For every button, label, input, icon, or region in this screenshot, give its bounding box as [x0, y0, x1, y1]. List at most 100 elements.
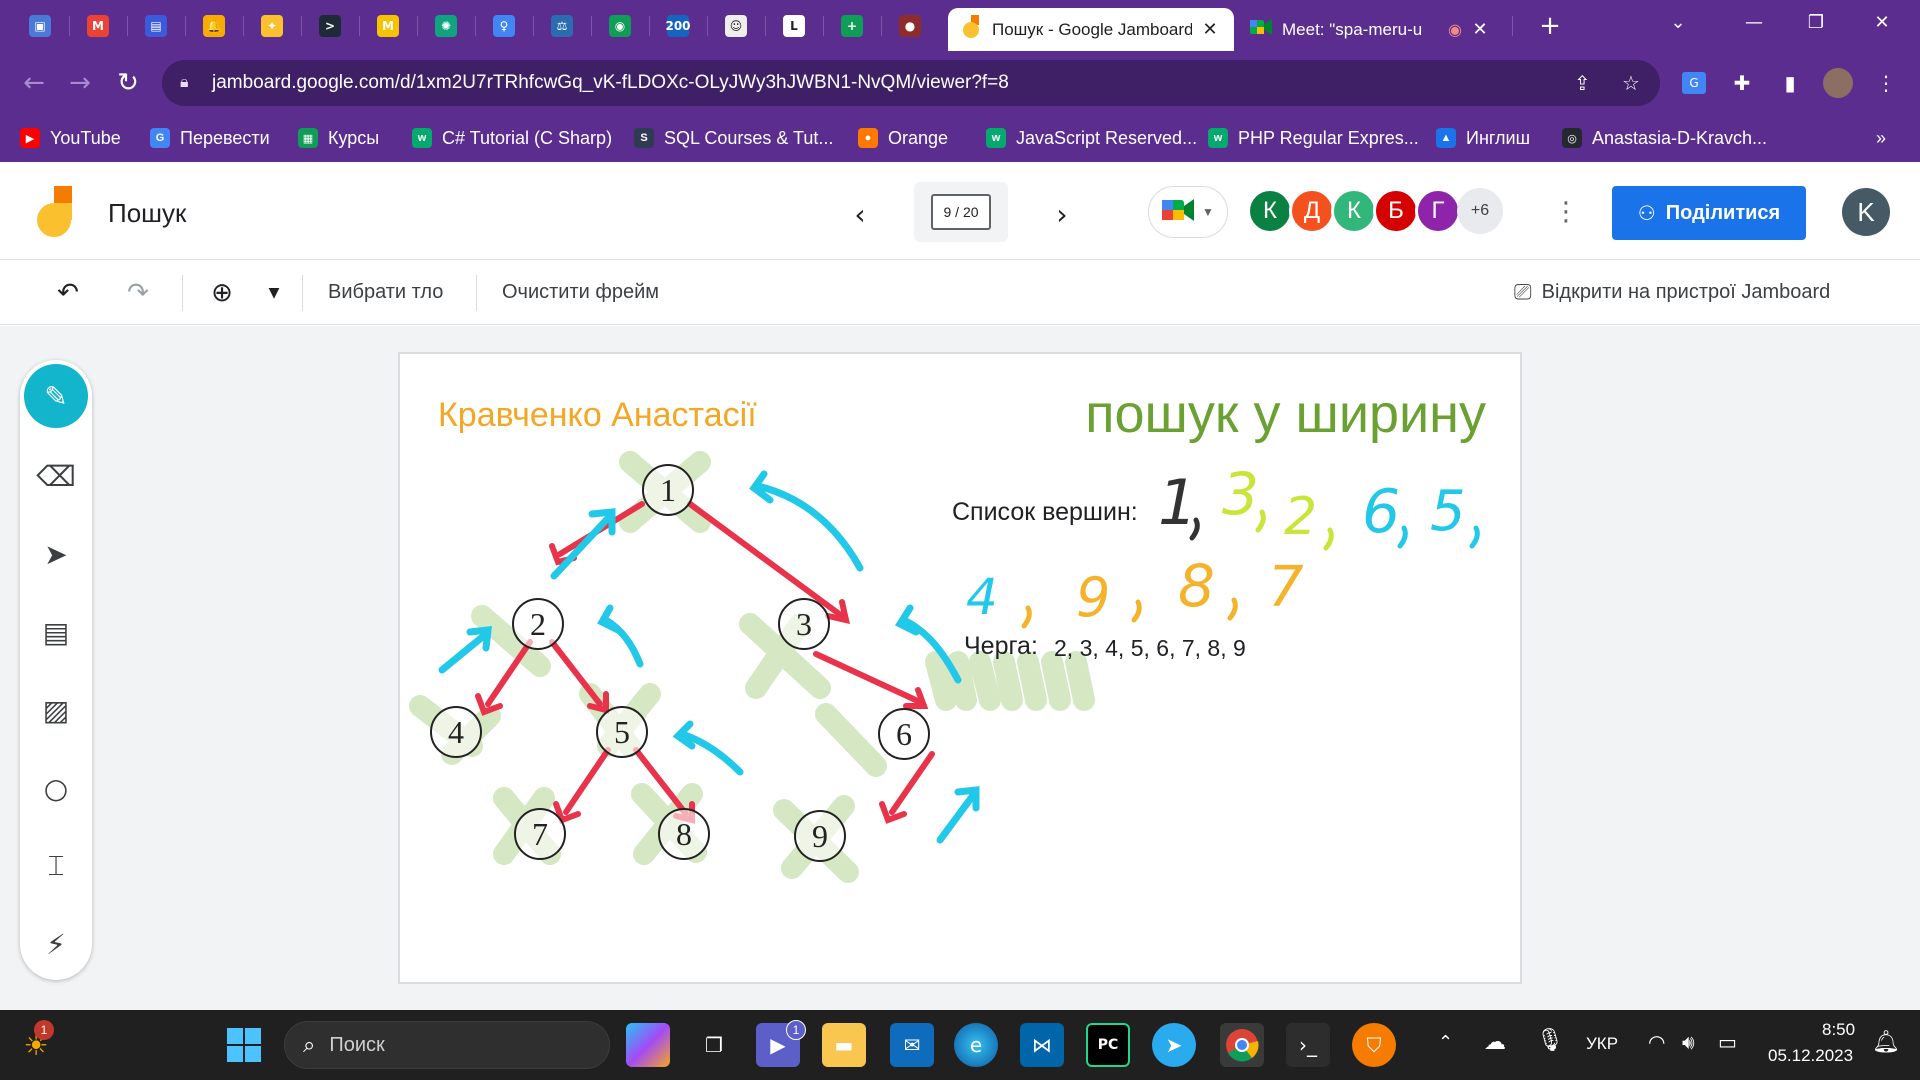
bookmark-item[interactable]: ▦Курсы — [298, 124, 379, 152]
collaborator-avatar[interactable]: К — [1247, 188, 1293, 234]
open-on-jamboard-button[interactable]: ⎚ Відкрити на пристрої Jamboard — [1514, 279, 1830, 305]
clock-date[interactable]: 05.12.2023 — [1768, 1046, 1854, 1065]
language-indicator[interactable]: УКР — [1586, 1034, 1619, 1053]
collaborator-avatar[interactable]: Б — [1373, 188, 1419, 234]
collaborator-avatar[interactable]: К — [1331, 188, 1377, 234]
pycharm-icon[interactable]: PC — [1086, 1023, 1130, 1067]
telegram-icon[interactable]: ➤ — [1152, 1023, 1196, 1067]
pinned-tab[interactable]: ✺ — [426, 8, 466, 44]
share-button[interactable]: ⚇ Поділитися — [1612, 186, 1806, 240]
microphone-icon[interactable]: 🎙︎ — [1536, 1028, 1564, 1053]
battery-icon[interactable]: ▭ — [1718, 1030, 1737, 1054]
more-collaborators-badge[interactable]: +6 — [1457, 188, 1503, 234]
pinned-tab[interactable]: M — [78, 8, 118, 44]
pinned-tab[interactable]: + — [832, 8, 872, 44]
next-frame-button[interactable]: › — [1056, 197, 1068, 231]
zoom-icon[interactable]: ⊕ — [211, 278, 233, 308]
bookmark-item[interactable]: ▲Инглиш — [1436, 124, 1530, 152]
pinned-tab[interactable]: > — [310, 8, 350, 44]
pinned-tab[interactable]: ▤ — [136, 8, 176, 44]
browser-tab-jamboard[interactable]: Пошук - Google Jamboard ✕ — [948, 8, 1234, 51]
file-explorer-icon[interactable]: ▬ — [822, 1023, 866, 1067]
pinned-tab[interactable]: ⚖ — [542, 8, 582, 44]
show-hidden-icons[interactable]: ⌃ — [1438, 1032, 1454, 1053]
close-tab-icon[interactable]: ✕ — [1202, 19, 1218, 39]
copilot-icon[interactable] — [626, 1023, 670, 1067]
close-tab-icon[interactable]: ✕ — [1472, 19, 1488, 39]
pinned-tab[interactable]: 🔔 — [194, 8, 234, 44]
frame-bar-toggle[interactable]: 9 / 20 — [914, 182, 1008, 242]
mail-icon[interactable]: ✉ — [890, 1023, 934, 1067]
reload-button[interactable]: ↻ — [117, 68, 139, 98]
translate-extension-icon[interactable]: G — [1676, 65, 1712, 101]
laser-tool-icon[interactable]: ⚡ — [46, 927, 66, 961]
set-background-button[interactable]: Вибрати тло — [328, 281, 444, 303]
previous-frame-button[interactable]: ‹ — [854, 197, 866, 231]
pinned-tab[interactable]: ☺ — [716, 8, 756, 44]
pinned-tab[interactable]: ▣ — [20, 8, 60, 44]
select-tool-icon[interactable]: ➤ — [44, 537, 68, 571]
undo-icon[interactable]: ↶ — [57, 278, 79, 308]
zoom-dropdown-icon[interactable]: ▼ — [268, 285, 280, 301]
pinned-tab[interactable]: ✦ — [252, 8, 292, 44]
redo-icon[interactable]: ↷ — [127, 278, 149, 308]
pen-tool-icon[interactable]: ✎ — [24, 364, 88, 428]
bookmark-item[interactable]: ●Orange — [858, 124, 948, 152]
close-window-button[interactable]: ✕ — [1874, 11, 1890, 33]
chrome-icon[interactable] — [1220, 1023, 1264, 1067]
windows-start-icon[interactable] — [222, 1023, 266, 1067]
pinned-tab[interactable]: L — [774, 8, 814, 44]
clock-time[interactable]: 8:50 — [1822, 1020, 1856, 1039]
bookmark-star-icon[interactable]: ☆ — [1622, 71, 1640, 95]
browser-menu-icon[interactable]: ⋮ — [1876, 71, 1896, 95]
terminal-icon[interactable]: ›_ — [1286, 1023, 1330, 1067]
minimize-button[interactable]: — — [1745, 11, 1763, 33]
task-view-icon[interactable]: ❐ — [705, 1033, 723, 1057]
pinned-tab[interactable]: ◉ — [600, 8, 640, 44]
forward-button[interactable]: → — [69, 68, 91, 98]
vscode-icon[interactable]: ⋈ — [1020, 1023, 1064, 1067]
browser-tab-meet[interactable]: Meet: "spa-meru-u ◉ ✕ — [1236, 8, 1504, 51]
back-button[interactable]: ← — [23, 68, 45, 98]
restore-button[interactable]: ❐ — [1807, 11, 1825, 33]
wifi-icon[interactable]: ◠ — [1648, 1030, 1666, 1054]
notifications-bell-icon[interactable]: 🔔︎ — [1872, 1030, 1900, 1055]
image-tool-icon[interactable]: ▨ — [42, 693, 70, 727]
pinned-tab[interactable]: ● — [890, 8, 930, 44]
pinned-tab[interactable]: 200 — [658, 8, 698, 44]
jam-title[interactable]: Пошук — [108, 198, 187, 228]
collaborator-avatar[interactable]: Г — [1415, 188, 1461, 234]
pinned-tab[interactable]: M — [368, 8, 408, 44]
eraser-tool-icon[interactable]: ⌫ — [36, 459, 76, 493]
share-page-icon[interactable]: ⇪ — [1574, 71, 1591, 95]
circle-shape-icon[interactable]: ○ — [43, 771, 69, 805]
pinned-tab[interactable]: ♀ — [484, 8, 524, 44]
account-avatar[interactable]: K — [1842, 188, 1890, 236]
collaborator-avatar[interactable]: Д — [1289, 188, 1335, 234]
tab-search-button[interactable]: ⌄ — [1670, 11, 1686, 33]
extensions-puzzle-icon[interactable]: ✚ — [1733, 71, 1751, 95]
edge-icon[interactable]: e — [954, 1023, 998, 1067]
side-panel-icon[interactable]: ▮ — [1784, 71, 1796, 95]
taskbar-search[interactable]: ⌕ Поиск — [284, 1021, 610, 1069]
address-bar[interactable]: 🔒︎ jamboard.google.com/d/1xm2U7rTRhfcwGq… — [162, 60, 1660, 106]
new-tab-button[interactable]: + — [1539, 11, 1561, 41]
more-options-icon[interactable]: ⋮ — [1553, 197, 1579, 227]
clear-frame-button[interactable]: Очистити фрейм — [502, 281, 659, 303]
profile-avatar[interactable] — [1820, 65, 1856, 101]
bookmark-item[interactable]: ▶YouTube — [20, 124, 121, 152]
vpn-icon[interactable]: ⛉ — [1352, 1023, 1396, 1067]
bookmark-item[interactable]: ◎Anastasia-D-Kravch... — [1562, 124, 1767, 152]
text-box-icon[interactable]: ⌶ — [47, 849, 65, 882]
sticky-note-icon[interactable]: ▤ — [42, 615, 70, 649]
meet-present-button[interactable]: ▼ — [1148, 186, 1228, 238]
bookmarks-more-button[interactable]: » — [1876, 127, 1887, 148]
onedrive-icon[interactable]: ☁ — [1484, 1030, 1506, 1055]
volume-icon[interactable]: 🔊︎ — [1682, 1030, 1695, 1054]
